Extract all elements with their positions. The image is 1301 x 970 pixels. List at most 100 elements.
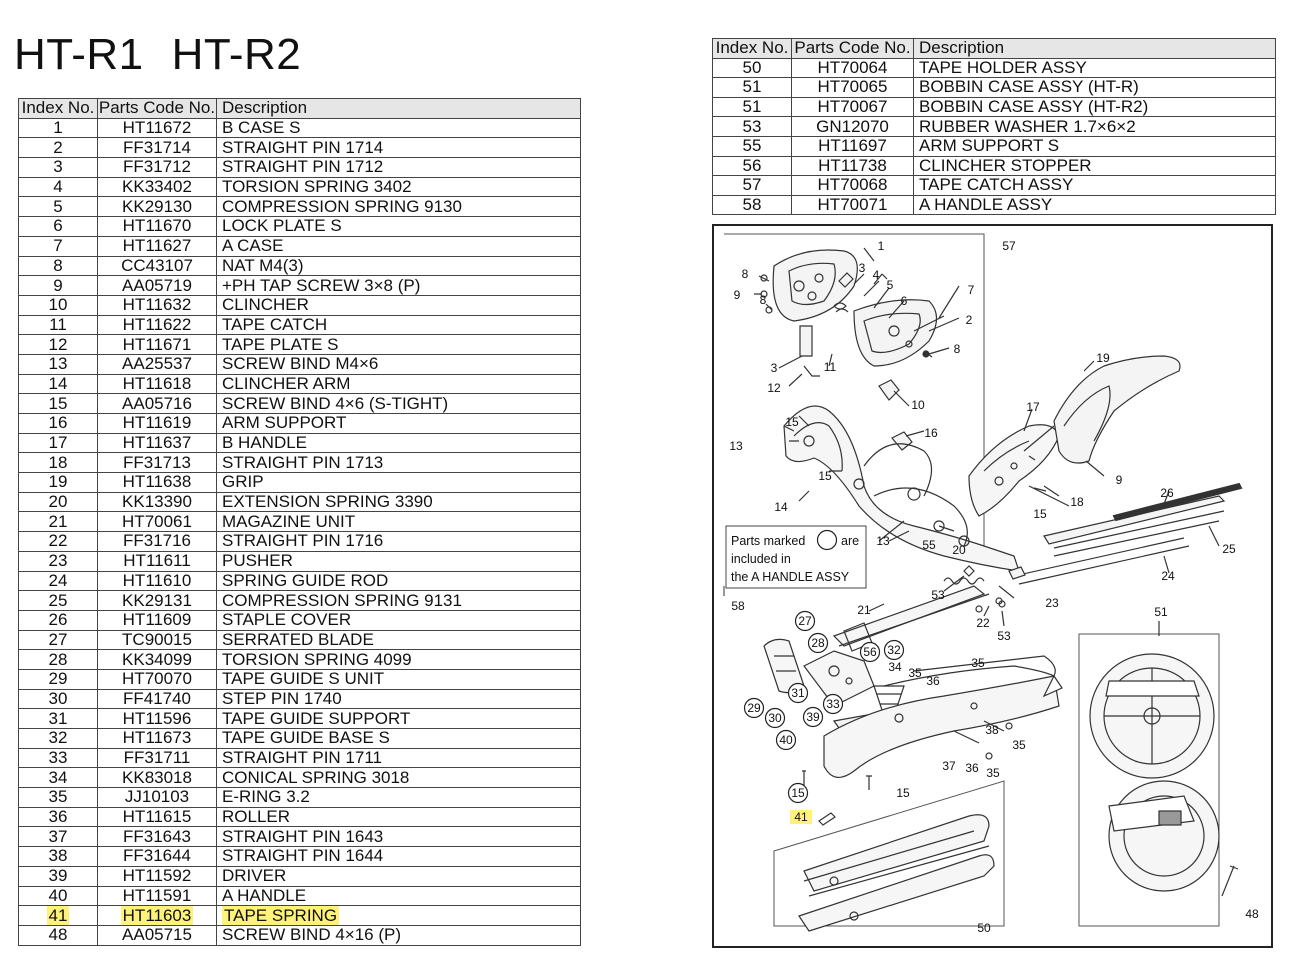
index-cell: 50 bbox=[712, 57, 792, 79]
description-cell: B HANDLE bbox=[216, 432, 581, 454]
callout-label: 40 bbox=[779, 733, 793, 747]
parts-code-cell: KK83018 bbox=[97, 767, 217, 789]
description-cell: STRAIGHT PIN 1714 bbox=[216, 137, 581, 159]
note-line-2: are bbox=[841, 534, 859, 548]
parts-code-cell: FF31716 bbox=[97, 531, 217, 552]
callout-label: 34 bbox=[888, 660, 902, 674]
exploded-parts-diagram: Parts marked are included in the A HANDL… bbox=[712, 224, 1273, 948]
index-cell: 40 bbox=[18, 885, 98, 907]
callout-label: 8 bbox=[760, 293, 767, 307]
index-cell: 19 bbox=[18, 472, 98, 493]
index-cell: 18 bbox=[18, 452, 98, 474]
parts-code-cell: GN12070 bbox=[791, 116, 914, 137]
callout-label: 23 bbox=[1045, 596, 1059, 610]
description-cell: A HANDLE bbox=[216, 885, 581, 907]
callout-label: 18 bbox=[1070, 495, 1084, 509]
description-cell: TAPE SPRING bbox=[216, 905, 581, 926]
index-cell: 33 bbox=[18, 747, 98, 769]
parts-code-cell: HT70067 bbox=[791, 96, 914, 118]
index-cell: 12 bbox=[18, 334, 98, 355]
description-cell: TAPE HOLDER ASSY bbox=[913, 57, 1276, 79]
description-cell: GRIP bbox=[216, 472, 581, 493]
index-cell: 53 bbox=[712, 116, 792, 137]
col-header-index: Index No. bbox=[18, 98, 98, 119]
description-cell: STRAIGHT PIN 1711 bbox=[216, 747, 581, 769]
description-cell: TAPE CATCH ASSY bbox=[913, 175, 1276, 196]
parts-code-cell: HT70070 bbox=[97, 668, 217, 690]
callout-label: 26 bbox=[1160, 486, 1174, 500]
callout-label: 53 bbox=[997, 629, 1011, 643]
callout-label: 58 bbox=[731, 599, 745, 613]
callout-label: 32 bbox=[887, 643, 901, 657]
parts-code-cell: KK34099 bbox=[97, 649, 217, 670]
description-cell: STRAIGHT PIN 1644 bbox=[216, 846, 581, 867]
index-cell: 32 bbox=[18, 728, 98, 749]
index-cell: 4 bbox=[18, 176, 98, 198]
callout-label: 33 bbox=[826, 697, 840, 711]
callout-label: 39 bbox=[806, 710, 820, 724]
callout-label: 6 bbox=[901, 294, 908, 308]
parts-code-cell: KK29130 bbox=[97, 196, 217, 218]
description-cell: CONICAL SPRING 3018 bbox=[216, 767, 581, 789]
parts-code-cell: KK13390 bbox=[97, 491, 217, 513]
callout-label: 55 bbox=[922, 538, 936, 552]
callout-label: 37 bbox=[942, 759, 956, 773]
parts-code-cell: HT70068 bbox=[791, 175, 914, 196]
callout-label: 28 bbox=[811, 636, 825, 650]
table-header-row: Index No. Parts Code No. Description bbox=[18, 98, 581, 119]
parts-code-cell: FF31643 bbox=[97, 826, 217, 848]
description-cell: MAGAZINE UNIT bbox=[216, 511, 581, 533]
callout-label: 38 bbox=[985, 723, 999, 737]
description-cell: STAPLE COVER bbox=[216, 609, 581, 631]
parts-code-cell: FF31711 bbox=[97, 747, 217, 769]
parts-code-cell: HT11619 bbox=[97, 413, 217, 434]
description-cell: PUSHER bbox=[216, 550, 581, 572]
index-cell: 57 bbox=[712, 175, 792, 196]
parts-code-cell: TC90015 bbox=[97, 629, 217, 651]
parts-code-cell: HT11627 bbox=[97, 235, 217, 257]
index-cell: 10 bbox=[18, 294, 98, 316]
parts-code-cell: HT11637 bbox=[97, 432, 217, 454]
index-cell: 7 bbox=[18, 235, 98, 257]
index-cell: 29 bbox=[18, 668, 98, 690]
callout-label: 3 bbox=[859, 261, 866, 275]
col-header-description: Description bbox=[913, 38, 1276, 59]
parts-code-cell: FF31714 bbox=[97, 137, 217, 159]
callout-label: 4 bbox=[873, 268, 880, 282]
index-cell: 2 bbox=[18, 137, 98, 159]
index-cell: 37 bbox=[18, 826, 98, 848]
description-cell: LOCK PLATE S bbox=[216, 216, 581, 237]
description-cell: TAPE GUIDE BASE S bbox=[216, 728, 581, 749]
index-cell: 13 bbox=[18, 353, 98, 375]
note-line-1: Parts marked bbox=[731, 534, 805, 548]
callout-label: 35 bbox=[908, 666, 922, 680]
callout-label: 29 bbox=[747, 701, 761, 715]
index-cell: 17 bbox=[18, 432, 98, 454]
description-cell: CLINCHER STOPPER bbox=[913, 155, 1276, 177]
description-cell: STRAIGHT PIN 1713 bbox=[216, 452, 581, 474]
description-cell: SERRATED BLADE bbox=[216, 629, 581, 651]
parts-code-cell: HT70064 bbox=[791, 57, 914, 79]
description-cell: STRAIGHT PIN 1643 bbox=[216, 826, 581, 848]
